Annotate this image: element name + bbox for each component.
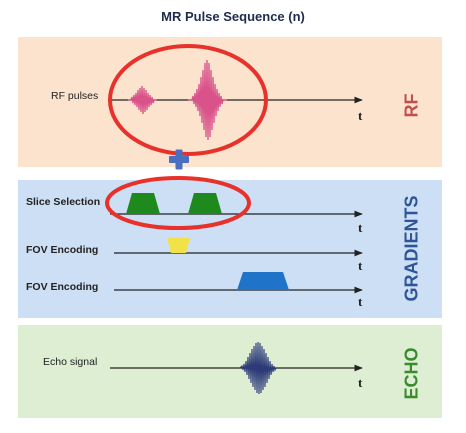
gradients-panel — [18, 180, 442, 318]
fov-gradient-2 — [237, 272, 289, 290]
rf-pulse-large — [188, 59, 227, 141]
fov2-time-label: t — [358, 294, 363, 309]
echo-signal-label: Echo signal — [43, 356, 98, 368]
echo-panel — [18, 325, 442, 418]
rf-pulses-label: RF pulses — [51, 90, 99, 102]
fov-gradient-1 — [167, 238, 190, 253]
echo-time-label: t — [358, 375, 363, 390]
rf-highlight-ellipse — [108, 44, 268, 156]
rf-pulse-small — [128, 85, 157, 115]
diagram-title: MR Pulse Sequence (n) — [161, 9, 305, 24]
slice-highlight-ellipse — [105, 176, 251, 230]
slice-gradient-2 — [188, 193, 222, 214]
fov-encoding-label-2: FOV Encoding — [26, 281, 99, 293]
slice-selection-label: Slice Selection — [26, 196, 101, 208]
echo-signal-waveform — [239, 341, 277, 395]
plus-icon — [169, 149, 189, 170]
slice-time-label: t — [358, 220, 363, 235]
fov1-time-label: t — [358, 258, 363, 273]
fov-encoding-label-1: FOV Encoding — [26, 244, 99, 256]
slice-gradient-1 — [126, 193, 160, 214]
rf-time-label: t — [358, 108, 363, 123]
